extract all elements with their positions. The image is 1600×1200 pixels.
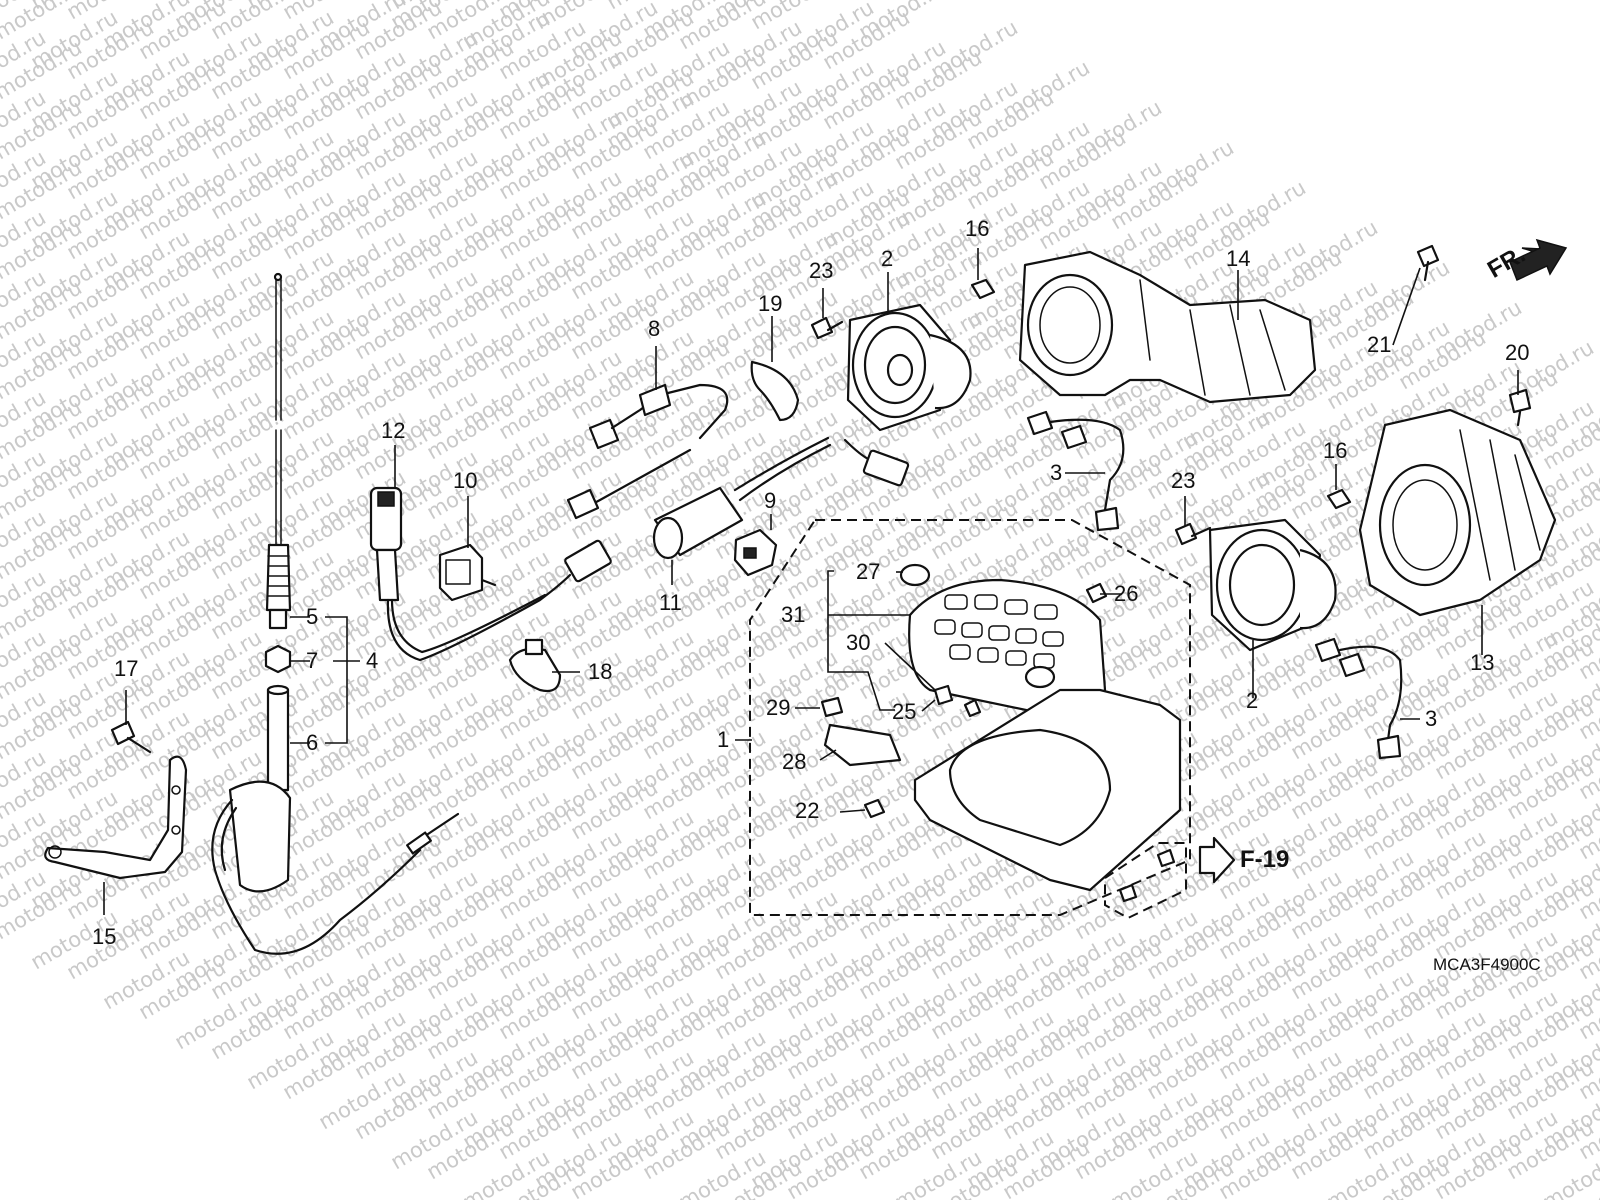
callout-15: 15 <box>92 924 117 949</box>
callout-23-top: 23 <box>809 258 834 283</box>
callout-3-right: 3 <box>1425 706 1438 731</box>
callout-4: 4 <box>366 648 379 673</box>
callout-28: 28 <box>782 749 807 774</box>
callout-23-right: 23 <box>1171 468 1196 493</box>
callout-6: 6 <box>306 730 319 755</box>
callout-10: 10 <box>453 468 478 493</box>
reference-f19: F-19 <box>1240 846 1290 873</box>
callout-13: 13 <box>1470 650 1495 675</box>
callout-19: 19 <box>758 291 783 316</box>
callout-20: 20 <box>1505 340 1530 365</box>
callout-18: 18 <box>588 659 613 684</box>
callout-31: 31 <box>781 602 806 627</box>
callout-16-right: 16 <box>1323 438 1348 463</box>
diagram-code: MCA3F4900C <box>1433 955 1541 974</box>
callout-14: 14 <box>1226 246 1251 271</box>
callout-2-left: 2 <box>881 246 894 271</box>
callout-9: 9 <box>764 488 777 513</box>
callout-21: 21 <box>1367 332 1392 357</box>
callout-25: 25 <box>892 699 917 724</box>
callout-5: 5 <box>306 604 319 629</box>
callout-1: 1 <box>717 727 730 752</box>
callout-27: 27 <box>856 559 881 584</box>
callout-29: 29 <box>766 695 791 720</box>
callout-22: 22 <box>795 798 820 823</box>
callout-11: 11 <box>659 590 682 615</box>
callout-26: 26 <box>1114 581 1139 606</box>
callout-2-right: 2 <box>1246 688 1259 713</box>
callout-17: 17 <box>114 656 139 681</box>
callout-30: 30 <box>846 630 871 655</box>
callout-3-top: 3 <box>1050 460 1063 485</box>
callout-7: 7 <box>306 648 319 673</box>
callout-8: 8 <box>648 316 661 341</box>
callout-16-top: 16 <box>965 216 990 241</box>
callout-12: 12 <box>381 418 406 443</box>
